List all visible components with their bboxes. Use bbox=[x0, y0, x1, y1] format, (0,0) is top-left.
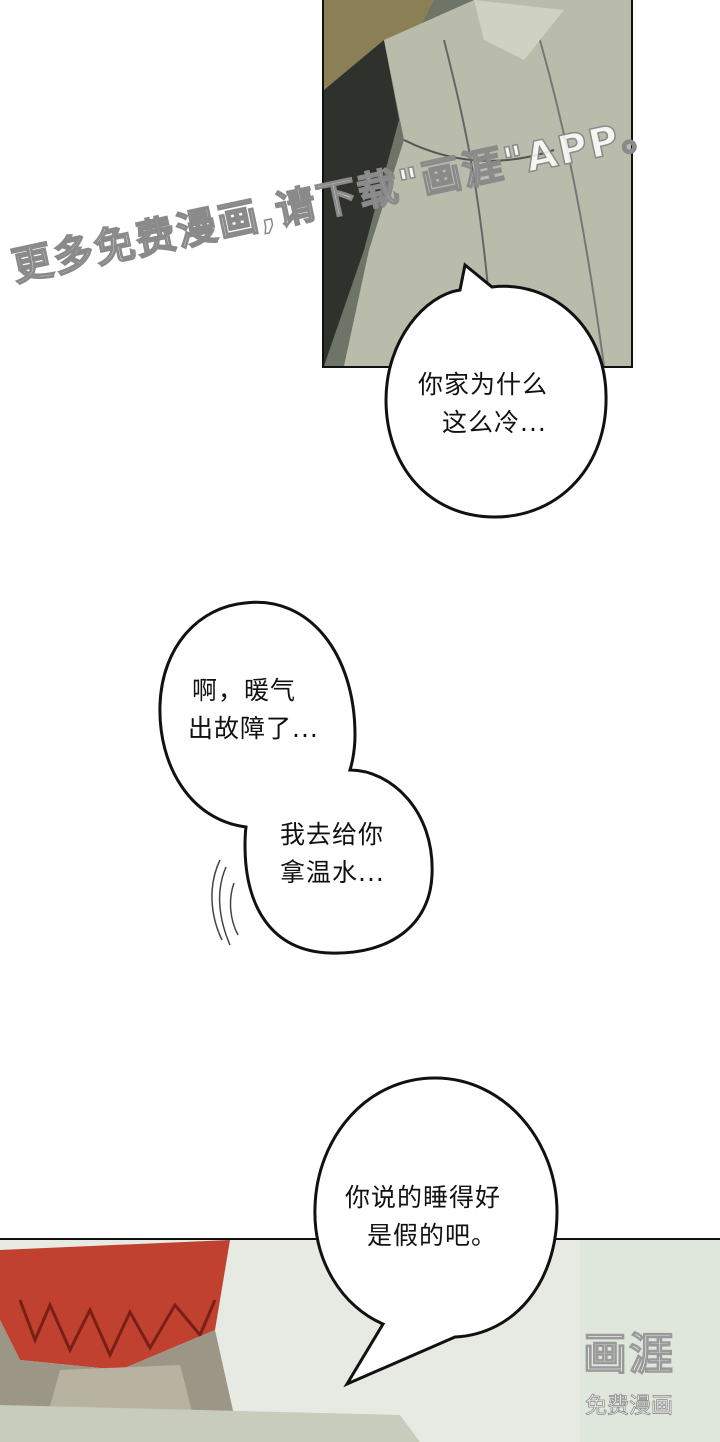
speech-bubble-1: 你家为什么 这么冷... bbox=[380, 255, 610, 525]
bubble-line: 我去给你 bbox=[280, 820, 385, 849]
bubble-line: 你家为什么 bbox=[418, 370, 549, 399]
bubble-line: 是假的吧。 bbox=[367, 1221, 498, 1250]
top-panel bbox=[322, 0, 633, 368]
bottom-panel-artwork bbox=[0, 1240, 720, 1442]
top-panel-artwork bbox=[324, 0, 631, 366]
bubble-outline bbox=[158, 600, 434, 955]
bubble-line: 出故障了... bbox=[188, 714, 319, 743]
bubble-line: 啊，暖气 bbox=[192, 676, 297, 705]
bubble-line: 你说的睡得好 bbox=[345, 1183, 502, 1212]
bubble-line: 这么冷... bbox=[442, 408, 547, 437]
bubble-outline bbox=[313, 1076, 559, 1388]
bubble-line: 拿温水... bbox=[280, 858, 385, 887]
logo-subtitle: 免费漫画 bbox=[584, 1394, 674, 1420]
speech-bubble-2: 啊，暖气 出故障了... 我去给你 拿温水... bbox=[150, 595, 450, 960]
speech-bubble-4: 你说的睡得好 是假的吧。 bbox=[305, 1072, 565, 1390]
app-logo: 画涯 免费漫画 bbox=[566, 1318, 692, 1428]
bubble-outline bbox=[384, 262, 608, 519]
logo-title: 画涯 bbox=[582, 1328, 675, 1380]
